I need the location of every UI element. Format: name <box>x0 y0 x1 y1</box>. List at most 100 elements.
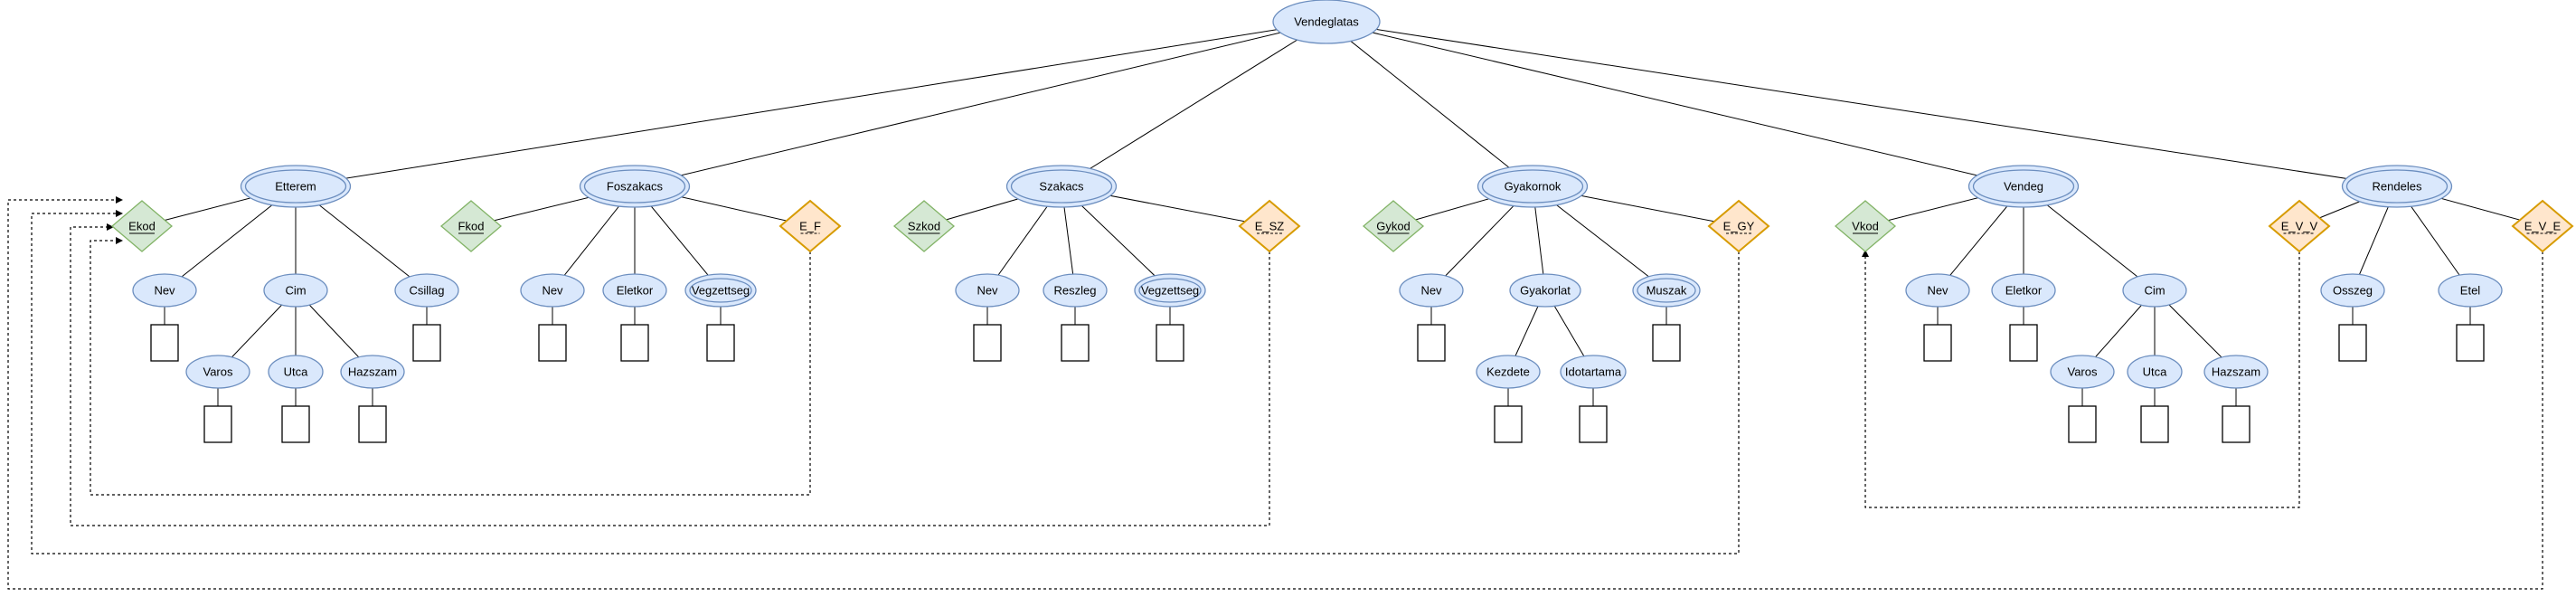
value-box-vendeg-nev <box>1923 324 1952 362</box>
value-box-etterem-varos <box>203 405 232 443</box>
key-szkod[interactable]: Szkod <box>892 200 956 252</box>
attribute-ellipse <box>185 355 250 389</box>
relationship-e-f[interactable]: E_F <box>778 199 842 253</box>
ref-e-gy-to-ekod <box>31 210 1740 554</box>
szakacs-label: Szakacs <box>1039 180 1084 194</box>
gyakornok-nev-label: Nev <box>1420 284 1442 298</box>
entity-ellipse-inner <box>1972 169 2075 204</box>
attribute-ellipse <box>1509 273 1581 308</box>
node-vendeg-cim[interactable]: Cim <box>2122 273 2187 308</box>
node-etterem-utca[interactable]: Utca <box>268 355 324 389</box>
szakacs-reszleg-label: Reszleg <box>1054 284 1097 298</box>
connector-line-vendeglatas-rendeles <box>1326 21 2398 187</box>
entity-ellipse <box>579 165 691 208</box>
entity-ellipse-inner <box>2345 169 2449 204</box>
node-szakacs-vegzettseg[interactable]: Vegzettseg <box>1134 273 1206 308</box>
e-sz-label: E_SZ <box>1255 220 1285 233</box>
attribute-ellipse <box>684 273 757 308</box>
node-vendeg[interactable]: Vendeg <box>1967 165 2080 208</box>
gykod-label: Gykod <box>1376 220 1411 233</box>
entity-ellipse-inner <box>1010 169 1113 204</box>
etterem-cim-label: Cim <box>285 284 306 298</box>
attribute-ellipse <box>1905 273 1970 308</box>
node-szakacs[interactable]: Szakacs <box>1005 165 1118 208</box>
key-gykod[interactable]: Gykod <box>1362 200 1425 252</box>
vendeg-eletkor-label: Eletkor <box>2005 284 2043 298</box>
value-box-etterem-nev <box>150 324 179 362</box>
value-box-gyakornok-kezdete <box>1494 405 1523 443</box>
node-vendeg-hazszam[interactable]: Hazszam <box>2203 355 2269 389</box>
attribute-ellipse <box>132 273 197 308</box>
node-etterem[interactable]: Etterem <box>240 165 352 208</box>
key-shape <box>1362 200 1425 252</box>
root-ellipse <box>1272 0 1381 44</box>
node-vendeg-nev[interactable]: Nev <box>1905 273 1970 308</box>
foszakacs-eletkor-label: Eletkor <box>617 284 654 298</box>
etterem-utca-label: Utca <box>284 365 309 379</box>
e-v-e-label: E_V_E <box>2524 220 2562 233</box>
foszakacs-nev-label: Nev <box>542 284 563 298</box>
etterem-label: Etterem <box>275 180 316 194</box>
node-gyakornok-nev[interactable]: Nev <box>1399 273 1464 308</box>
node-gyakornok-idotartama[interactable]: Idotartama <box>1560 355 1627 389</box>
relationship-shape <box>778 199 842 253</box>
attribute-ellipse <box>1399 273 1464 308</box>
relationship-shape <box>2511 199 2574 253</box>
relationship-e-gy[interactable]: E_GY <box>1707 199 1770 253</box>
node-etterem-cim[interactable]: Cim <box>263 273 328 308</box>
relationship-e-v-e[interactable]: E_V_E <box>2511 199 2574 253</box>
node-gyakornok-gyakorlat[interactable]: Gyakorlat <box>1509 273 1581 308</box>
node-etterem-hazszam[interactable]: Hazszam <box>340 355 405 389</box>
entity-ellipse <box>1967 165 2080 208</box>
node-gyakornok[interactable]: Gyakornok <box>1477 165 1589 208</box>
node-rendeles-osszeg[interactable]: Osszeg <box>2320 273 2385 308</box>
node-etterem-csillag[interactable]: Csillag <box>394 273 459 308</box>
value-box-vendeg-hazszam <box>2222 405 2250 443</box>
ref-e-f-to-ekod <box>90 237 811 496</box>
relationship-e-v-v[interactable]: E_V_V <box>2268 199 2331 253</box>
relationship-shape <box>2268 199 2331 253</box>
etterem-hazszam-label: Hazszam <box>348 365 397 379</box>
value-box-rendeles-osszeg <box>2338 324 2367 362</box>
node-foszakacs[interactable]: Foszakacs <box>579 165 691 208</box>
node-vendeglatas[interactable]: Vendeglatas <box>1272 0 1381 44</box>
key-shape <box>110 200 174 252</box>
node-foszakacs-vegzettseg[interactable]: Vegzettseg <box>684 273 757 308</box>
key-vkod[interactable]: Vkod <box>1834 200 1897 252</box>
node-gyakornok-muszak[interactable]: Muszak <box>1632 273 1701 308</box>
node-rendeles-etel[interactable]: Etel <box>2438 273 2503 308</box>
relationship-shape <box>1707 199 1770 253</box>
node-foszakacs-eletkor[interactable]: Eletkor <box>602 273 667 308</box>
attribute-ellipse-inner <box>1138 278 1202 303</box>
e-gy-label: E_GY <box>1723 220 1755 233</box>
node-szakacs-nev[interactable]: Nev <box>955 273 1020 308</box>
key-shape <box>439 200 503 252</box>
attribute-ellipse <box>2438 273 2503 308</box>
node-vendeg-utca[interactable]: Utca <box>2127 355 2183 389</box>
value-box-gyakornok-idotartama <box>1579 405 1608 443</box>
node-etterem-varos[interactable]: Varos <box>185 355 250 389</box>
node-rendeles[interactable]: Rendeles <box>2341 165 2453 208</box>
value-box-szakacs-nev <box>973 324 1002 362</box>
value-box-rendeles-etel <box>2456 324 2485 362</box>
node-vendeg-eletkor[interactable]: Eletkor <box>1991 273 2056 308</box>
node-szakacs-reszleg[interactable]: Reszleg <box>1043 273 1108 308</box>
key-ekod[interactable]: Ekod <box>110 200 174 252</box>
value-box-szakacs-vegzettseg <box>1156 324 1184 362</box>
value-box-foszakacs-vegzettseg <box>706 324 735 362</box>
attribute-ellipse <box>263 273 328 308</box>
node-foszakacs-nev[interactable]: Nev <box>520 273 585 308</box>
relationship-e-sz[interactable]: E_SZ <box>1238 199 1301 253</box>
attribute-ellipse <box>1991 273 2056 308</box>
node-etterem-nev[interactable]: Nev <box>132 273 197 308</box>
value-box-vendeg-utca <box>2140 405 2169 443</box>
node-vendeg-varos[interactable]: Varos <box>2050 355 2115 389</box>
attribute-ellipse <box>1476 355 1541 389</box>
key-fkod[interactable]: Fkod <box>439 200 503 252</box>
node-gyakornok-kezdete[interactable]: Kezdete <box>1476 355 1541 389</box>
szakacs-nev-label: Nev <box>977 284 998 298</box>
foszakacs-vegzettseg-label: Vegzettseg <box>692 284 750 298</box>
entity-ellipse-inner <box>244 169 347 204</box>
entity-ellipse <box>1477 165 1589 208</box>
key-shape <box>1834 200 1897 252</box>
